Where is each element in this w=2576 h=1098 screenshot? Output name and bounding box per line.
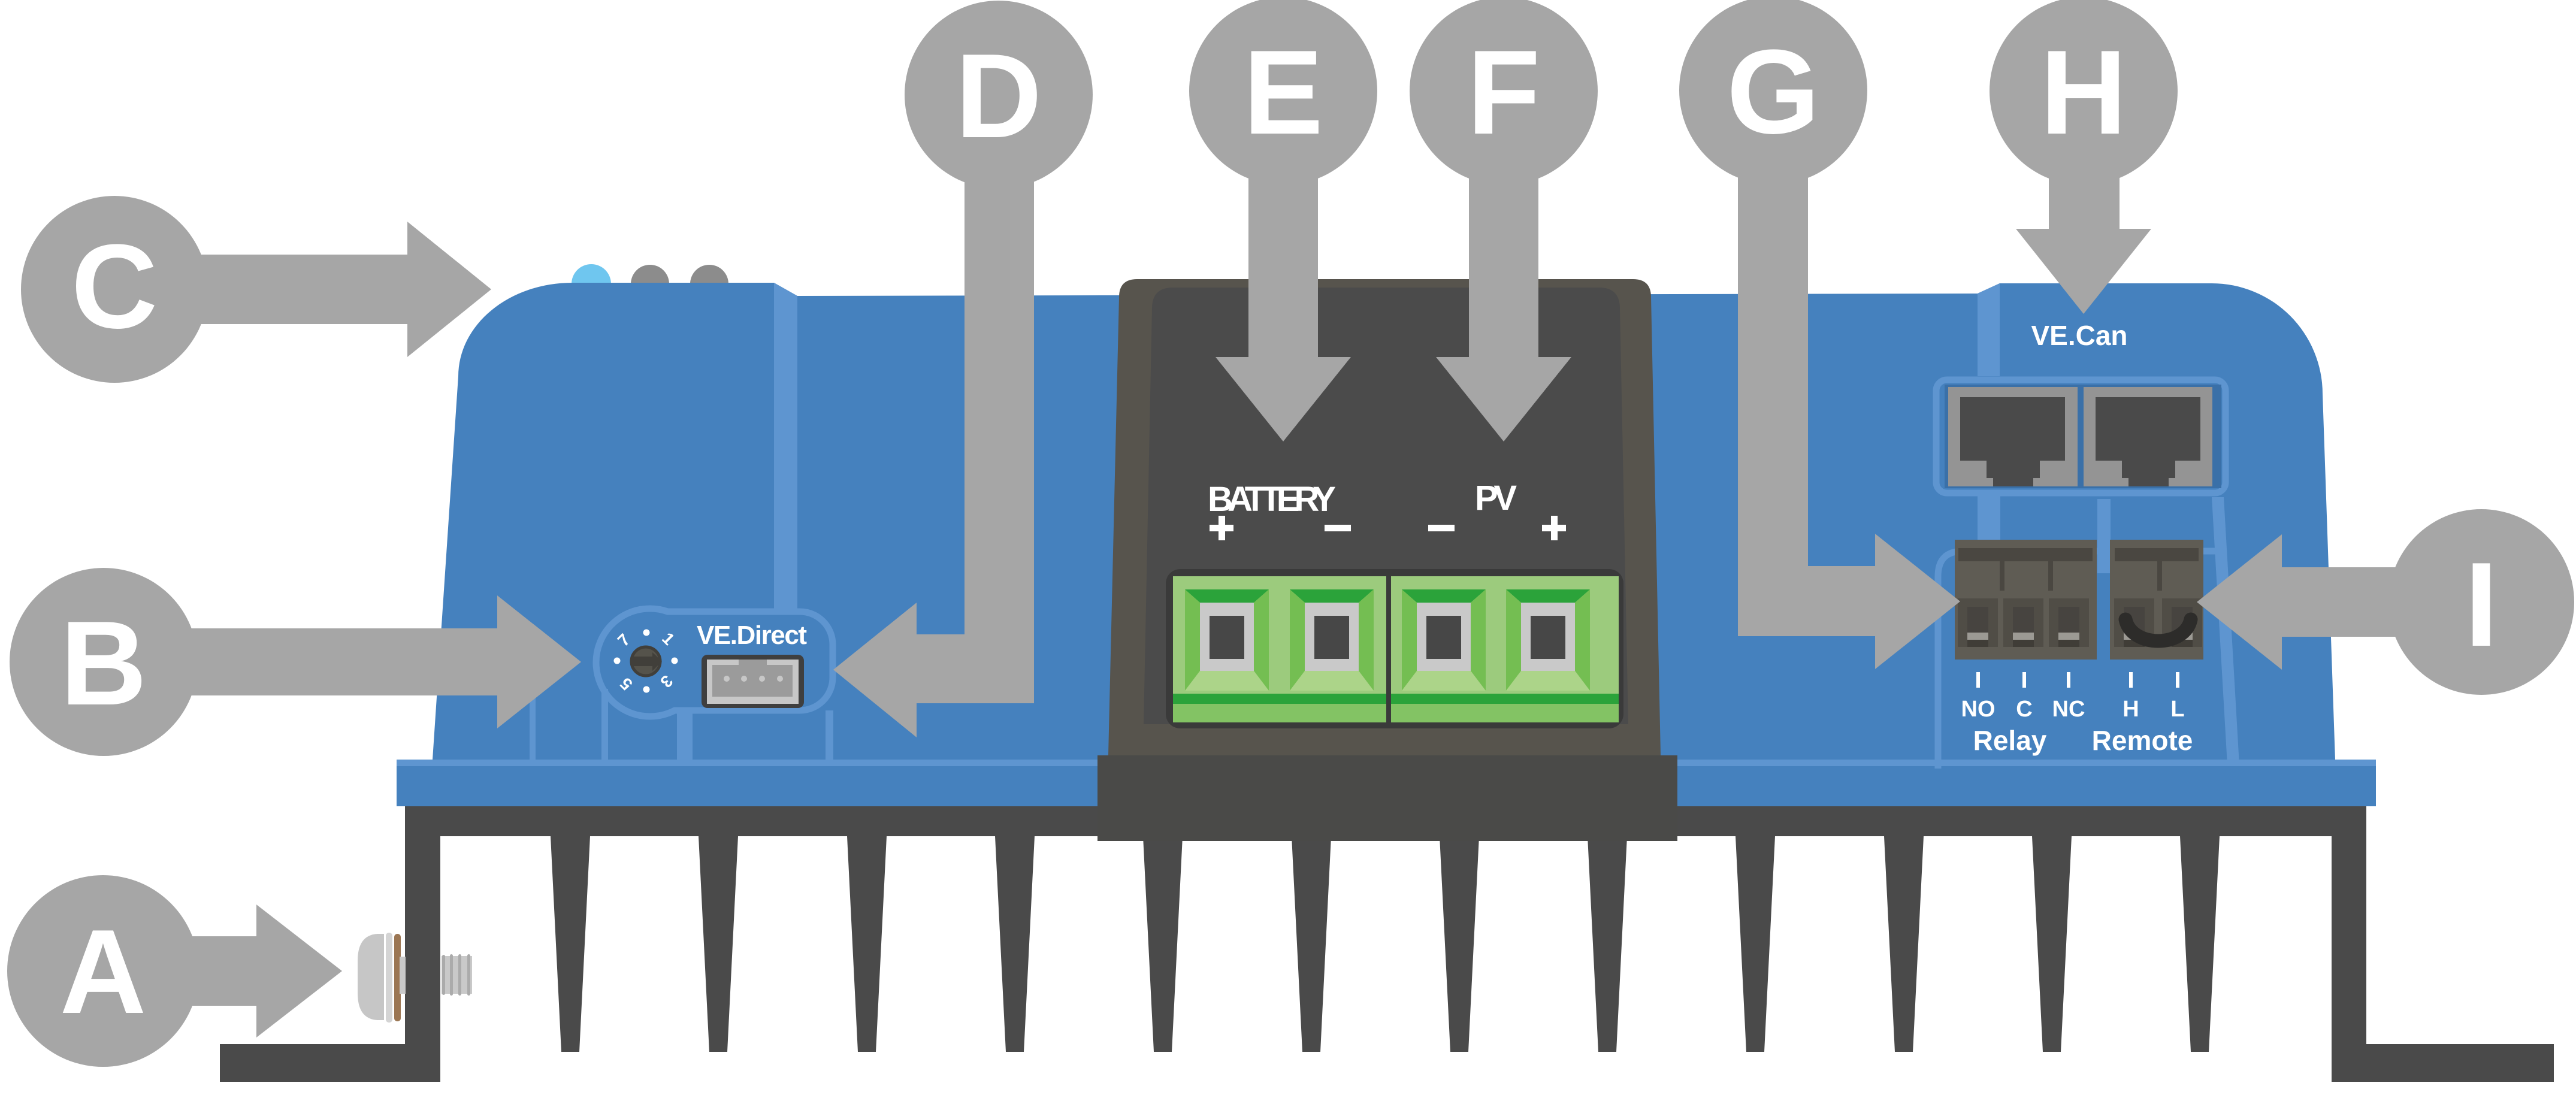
svg-text:A: A xyxy=(60,905,146,1039)
svg-text:E: E xyxy=(1243,26,1323,159)
svg-text:H: H xyxy=(2123,697,2139,722)
svg-text:NC: NC xyxy=(2052,697,2085,722)
svg-text:C: C xyxy=(71,220,158,353)
svg-text:Relay: Relay xyxy=(1973,725,2047,756)
svg-text:VE.Direct: VE.Direct xyxy=(697,621,807,650)
svg-text:C: C xyxy=(2016,697,2032,722)
svg-text:I: I xyxy=(2465,538,2498,671)
svg-text:Remote: Remote xyxy=(2092,725,2193,756)
svg-text:VE.Can: VE.Can xyxy=(2031,320,2127,351)
svg-text:G: G xyxy=(1727,25,1820,159)
svg-text:D: D xyxy=(956,29,1042,163)
svg-text:L: L xyxy=(2170,697,2184,722)
svg-text:PV: PV xyxy=(1475,479,1517,518)
svg-text:BATTERY: BATTERY xyxy=(1208,480,1336,519)
svg-text:H: H xyxy=(2040,26,2127,159)
svg-text:F: F xyxy=(1467,26,1540,159)
svg-text:B: B xyxy=(61,597,147,730)
svg-text:NO: NO xyxy=(1961,697,1996,722)
